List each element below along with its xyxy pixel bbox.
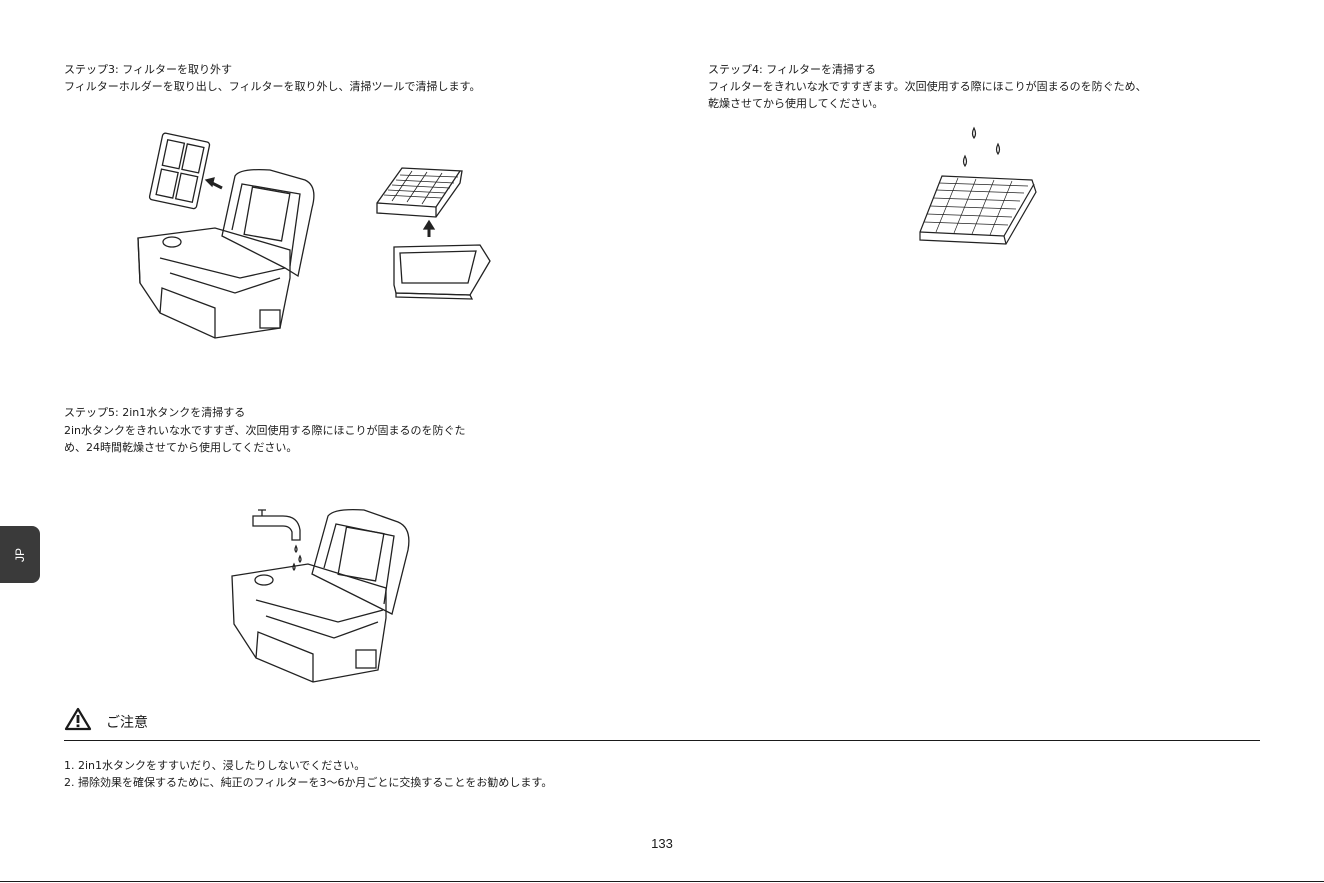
caution-title: ご注意 (106, 715, 148, 731)
filter-rinse-illustration (914, 124, 1044, 246)
step4-body-line-1: フィルターをきれいな水ですすぎます。次回使用する際にほこりが固まるのを防ぐため、 (708, 80, 1147, 93)
step3-title: ステップ3: フィルターを取り外す (64, 63, 232, 76)
step4-body-line-2: 乾燥させてから使用してください。 (708, 97, 884, 110)
step3-body: フィルターホルダーを取り出し、フィルターを取り外し、清掃ツールで清掃します。 (64, 80, 481, 93)
warning-triangle-icon (64, 707, 92, 731)
language-side-tab: JP (0, 526, 40, 583)
caution-item-2: 2. 掃除効果を確保するために、純正のフィルターを3〜6か月ごとに交換することを… (64, 776, 553, 789)
caution-divider (64, 740, 1260, 741)
caution-item-1: 1. 2in1水タンクをすすいだり、浸したりしないでください。 (64, 759, 366, 772)
step5-body-line-2: め、24時間乾燥させてから使用してください。 (64, 441, 298, 454)
language-tab-label: JP (13, 547, 27, 562)
page-bottom-rule (0, 881, 1324, 882)
filter-removal-illustration (130, 128, 330, 348)
step4-title: ステップ4: フィルターを清掃する (708, 63, 876, 76)
step5-body-line-1: 2in水タンクをきれいな水ですすぎ、次回使用する際にほこりが固まるのを防ぐた (64, 424, 466, 437)
step5-title: ステップ5: 2in1水タンクを清掃する (64, 406, 246, 419)
tank-rinse-illustration (228, 500, 428, 692)
filter-holder-illustration (372, 165, 497, 300)
page-number: 133 (651, 836, 673, 851)
